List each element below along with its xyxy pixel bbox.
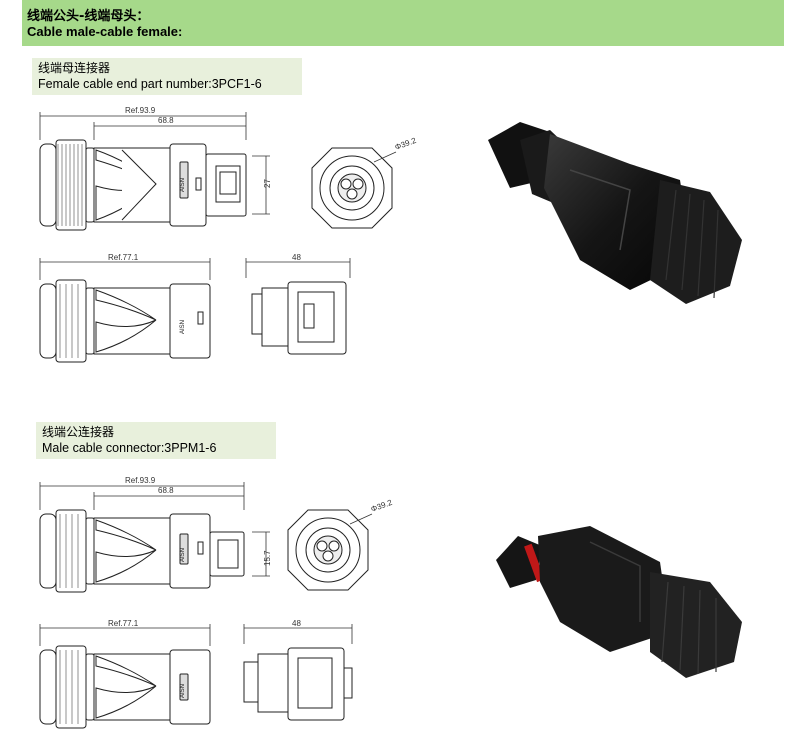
female-dim-ref-total: Ref.93.9 — [125, 106, 156, 115]
female-dim-height: 27 — [263, 179, 272, 188]
female-front-view-drawing: Φ39.2 — [311, 136, 418, 229]
female-dim-ref-short: Ref.77.1 — [108, 253, 139, 262]
male-lower-view-drawing: Ref.77.1 AISN — [39, 619, 211, 729]
male-name-en: Male cable connector:3PPM1-6 — [42, 441, 217, 455]
female-lower-view-drawing: Ref.77.1 AISN — [39, 253, 211, 363]
female-label-box: 线端母连接器 Female cable end part number:3PCF… — [32, 58, 302, 95]
male-brand-mark: AISN — [180, 548, 186, 562]
female-side-view-drawing: Ref.93.9 68.8 27 AISN — [39, 106, 272, 231]
male-dim-diameter: Φ39.2 — [370, 498, 394, 514]
female-name-cn: 线端母连接器 — [38, 61, 111, 75]
section-title-en: Cable male-cable female: — [27, 24, 183, 39]
male-dim-width: 48 — [292, 619, 301, 628]
male-brand-mark-2: AISN — [180, 684, 186, 698]
male-dim-body: 68.8 — [158, 486, 174, 495]
male-dim-ref-short: Ref.77.1 — [108, 619, 139, 628]
male-top-view-drawing: 48 — [243, 619, 353, 721]
female-dim-diameter: Φ39.2 — [394, 136, 418, 152]
female-top-view-drawing: 48 — [245, 253, 351, 355]
female-dim-body: 68.8 — [158, 116, 174, 125]
male-side-view-drawing: Ref.93.9 68.8 15.7 AISN — [39, 476, 272, 593]
male-dim-ref-total: Ref.93.9 — [125, 476, 156, 485]
male-name-cn: 线端公连接器 — [42, 425, 115, 439]
male-connector-photo — [496, 526, 742, 678]
female-brand-mark: AISN — [180, 178, 186, 192]
section-header: 线端公头-线端母头： Cable male-cable female: — [22, 0, 784, 46]
section-title-cn: 线端公头-线端母头： — [27, 9, 150, 24]
male-dim-height: 15.7 — [263, 550, 272, 566]
female-dim-width: 48 — [292, 253, 301, 262]
male-label-box: 线端公连接器 Male cable connector:3PPM1-6 — [36, 422, 276, 459]
male-front-view-drawing: Φ39.2 — [287, 498, 394, 591]
female-name-en: Female cable end part number:3PCF1-6 — [38, 77, 262, 91]
female-brand-mark-2: AISN — [180, 320, 186, 334]
female-connector-photo — [488, 122, 742, 304]
